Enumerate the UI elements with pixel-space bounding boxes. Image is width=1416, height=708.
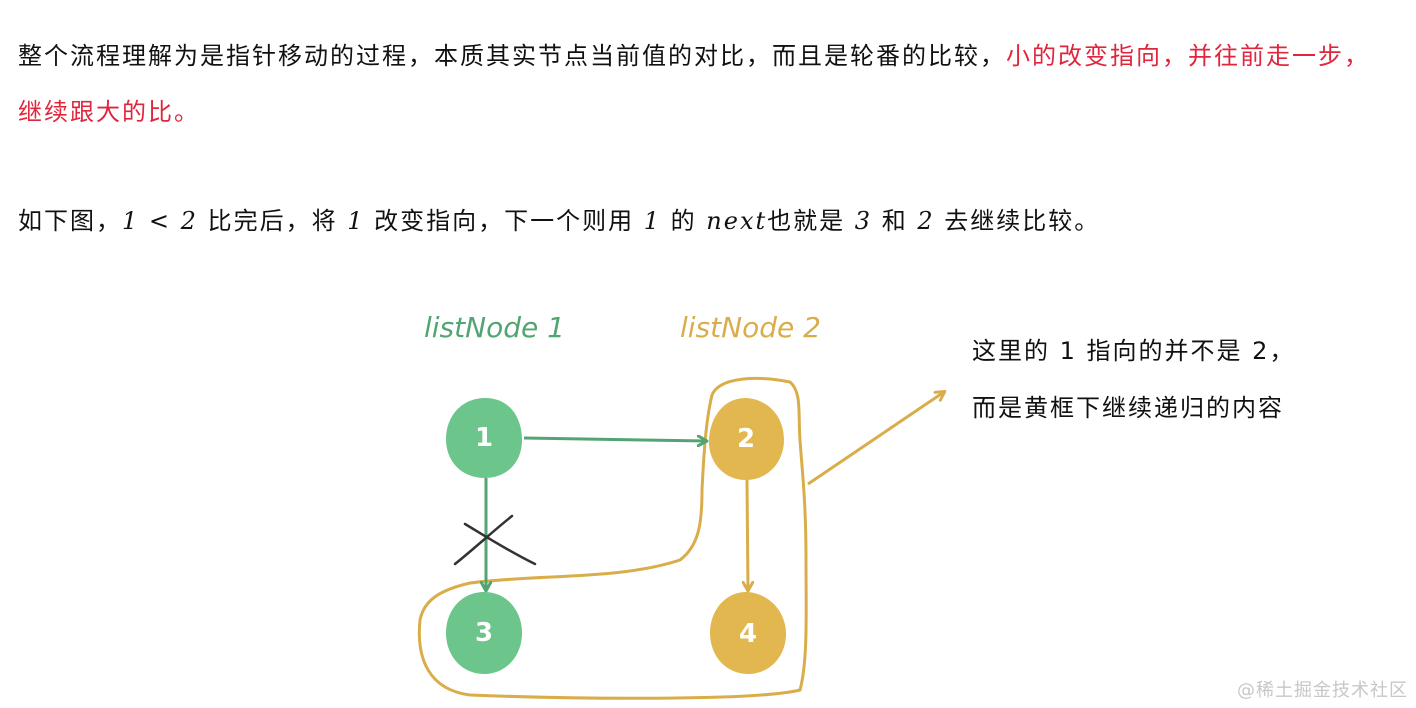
intro-text: 整个流程理解为是指针移动的过程，本质其实节点当前值的对比，而且是轮番的比较，: [18, 42, 1006, 70]
node-4: 4: [710, 591, 786, 674]
example-next: next: [706, 207, 768, 235]
arrow-2-to-4: [747, 479, 748, 590]
example-text-8: 去继续比较。: [934, 207, 1101, 235]
diagram-note: 这里的 1 指向的并不是 2， 而是黄框下继续递归的内容: [972, 323, 1295, 437]
node-4-label: 4: [739, 619, 757, 649]
example-text-2: <: [139, 207, 181, 235]
example-num-5: 3: [854, 207, 873, 235]
example-num-4: 1: [643, 207, 662, 235]
node-3: 3: [446, 592, 522, 674]
example-text-5: 的: [661, 207, 707, 235]
note-line-1: 这里的 1 指向的并不是 2，: [972, 337, 1296, 365]
example-text-3: 比完后，将: [197, 207, 348, 235]
arrow-to-note: [807, 392, 944, 486]
cross-mark-icon: [453, 514, 537, 566]
yellow-recursion-frame: [417, 377, 808, 700]
node-1: 1: [446, 398, 522, 478]
example-num-6: 2: [917, 207, 935, 235]
example-num-3: 1: [347, 207, 365, 235]
intro-paragraph: 整个流程理解为是指针移动的过程，本质其实节点当前值的对比，而且是轮番的比较，小的…: [18, 28, 1390, 140]
example-num-1: 1: [122, 207, 140, 235]
node-1-label: 1: [475, 423, 493, 453]
example-paragraph: 如下图，1 < 2 比完后，将 1 改变指向，下一个则用 1 的 next也就是…: [18, 193, 1390, 249]
example-num-2: 2: [180, 207, 198, 235]
intro-highlight: 小的改变指向，并往前走一步，继续跟大的比。: [18, 42, 1370, 126]
example-text-6: 也就是: [767, 207, 855, 235]
node-2: 2: [708, 397, 784, 480]
example-text-1: 如下图，: [18, 207, 122, 235]
example-text-7: 和: [872, 207, 918, 235]
node-3-label: 3: [475, 618, 493, 648]
node-2-label: 2: [737, 424, 755, 454]
note-line-2: 而是黄框下继续递归的内容: [972, 394, 1284, 422]
label-list-node-1: listNode 1: [424, 311, 565, 344]
example-text-4: 改变指向，下一个则用: [364, 207, 644, 235]
arrow-1-to-2: [523, 438, 706, 441]
watermark: @稀土掘金技术社区: [1237, 680, 1408, 701]
label-list-node-2: listNode 2: [680, 311, 821, 344]
